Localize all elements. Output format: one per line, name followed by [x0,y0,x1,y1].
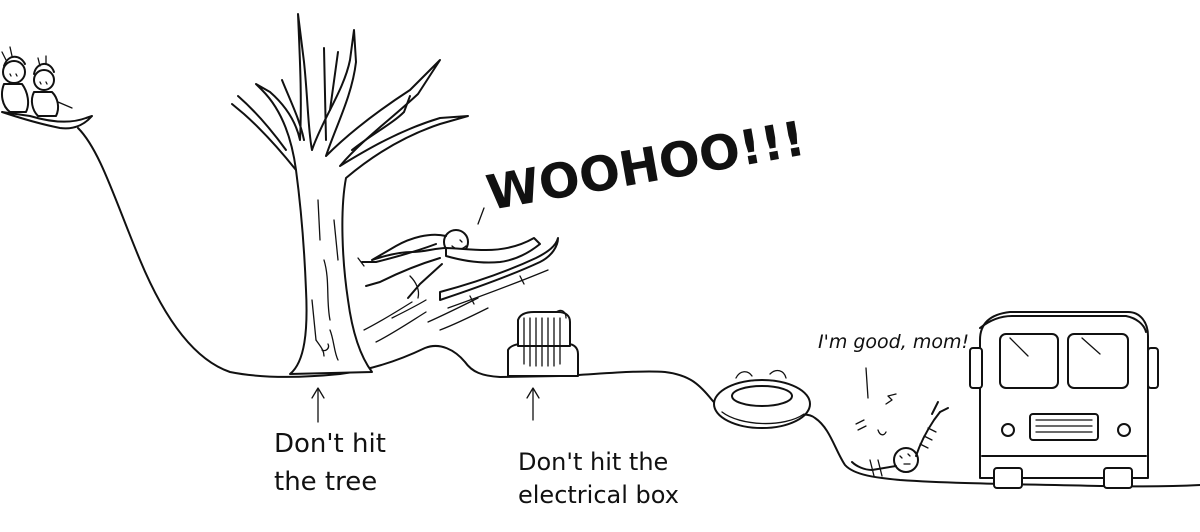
electrical-box-icon [507,309,579,377]
hill-outline [77,127,1200,488]
tree-warning-line1: Don't hit [274,429,386,459]
motion-lines [363,297,489,343]
kid-two [30,55,73,117]
shout-tick [477,207,485,225]
tree-arrow [311,387,325,423]
tobogganer [357,229,559,309]
speech-text: I'm good, mom! [818,331,969,353]
sled-icon [1,111,93,130]
box-warning-line1: Don't hit the [518,448,668,476]
box-arrow [526,387,540,421]
snow-tube-icon [713,369,811,429]
van-icon [969,311,1159,489]
speech-tick [865,367,869,399]
shout-text: WOOHOO!!! [482,111,809,222]
tree-warning-line2: the tree [274,467,377,497]
kid-one [1,46,30,113]
box-warning-line2: electrical box [518,481,679,509]
toboggan-icon [439,237,559,301]
kids-on-sled [1,46,93,130]
bare-tree-icon [231,13,469,375]
tumbled-person [851,393,949,477]
